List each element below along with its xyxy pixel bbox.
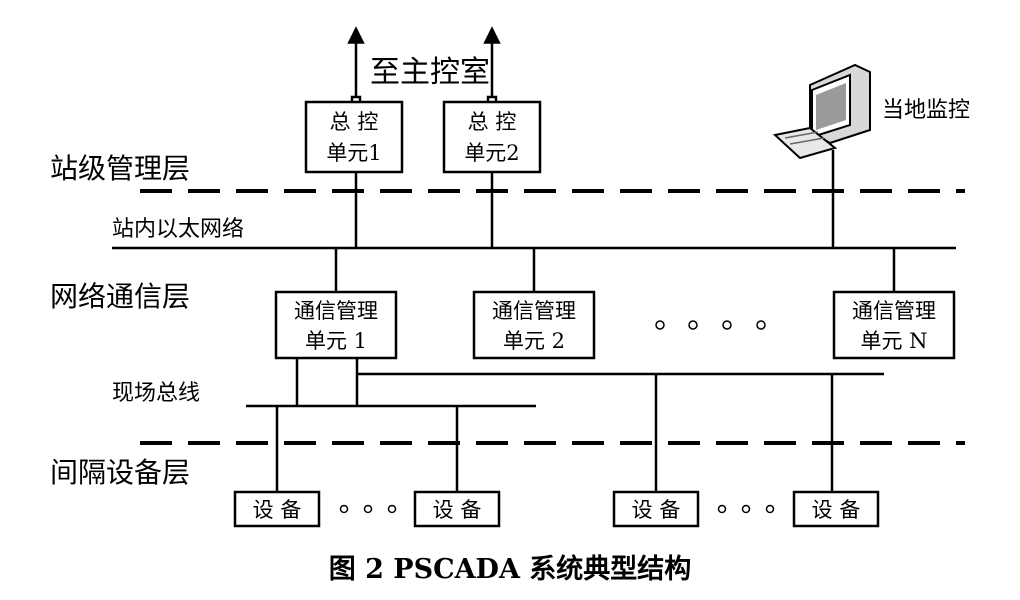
- devices-ellipsis-right: [717, 504, 775, 514]
- svg-text:总 控: 总 控: [330, 110, 379, 134]
- svg-text:设 备: 设 备: [632, 498, 681, 522]
- device-4: 设 备: [792, 490, 880, 528]
- svg-text:设 备: 设 备: [253, 498, 302, 522]
- master-unit-2: 总 控 单元2: [442, 100, 542, 174]
- svg-text:单元 1: 单元 1: [305, 329, 367, 353]
- control-room-label: 至主控室: [370, 55, 490, 90]
- svg-text:设 备: 设 备: [433, 498, 482, 522]
- svg-text:单元1: 单元1: [326, 141, 381, 165]
- comm-unit-2: 通信管理 单元 2: [472, 290, 596, 360]
- master-unit-1: 总 控 单元1: [304, 100, 404, 174]
- devices-ellipsis-left: [339, 504, 397, 514]
- comm-unit-n: 通信管理 单元 N: [832, 290, 956, 360]
- svg-text:通信管理: 通信管理: [294, 299, 378, 323]
- svg-text:单元 2: 单元 2: [503, 329, 565, 353]
- device-2: 设 备: [413, 490, 501, 528]
- layer-label-network: 网络通信层: [50, 280, 190, 313]
- computer-icon: [772, 63, 871, 160]
- device-3: 设 备: [612, 490, 700, 528]
- svg-text:单元 N: 单元 N: [860, 329, 927, 353]
- svg-text:通信管理: 通信管理: [492, 299, 576, 323]
- layer-label-station: 站级管理层: [50, 152, 190, 185]
- device-1: 设 备: [233, 490, 321, 528]
- local-monitor-label: 当地监控: [882, 98, 970, 123]
- comm-unit-1: 通信管理 单元 1: [274, 290, 398, 360]
- svg-text:总 控: 总 控: [468, 110, 517, 134]
- svg-text:单元2: 单元2: [464, 141, 519, 165]
- figure-caption: 图 2 PSCADA 系统典型结构: [329, 553, 692, 585]
- fieldbus-label: 现场总线: [112, 381, 200, 406]
- layer-label-bay: 间隔设备层: [50, 456, 190, 489]
- comm-units-ellipsis: [655, 320, 766, 330]
- svg-text:通信管理: 通信管理: [852, 299, 936, 323]
- svg-text:设 备: 设 备: [812, 498, 861, 522]
- ethernet-label: 站内以太网络: [112, 217, 244, 242]
